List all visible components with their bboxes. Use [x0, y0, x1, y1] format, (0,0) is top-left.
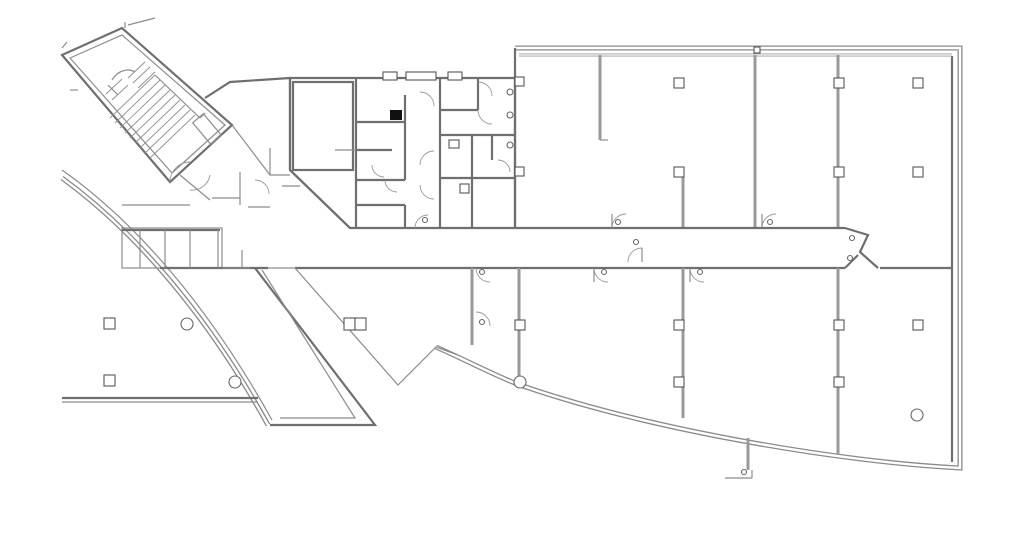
ceiling-fixtures	[103, 46, 924, 422]
stair-treads	[105, 61, 196, 159]
ceiling-light	[833, 166, 845, 178]
ceiling-light	[833, 77, 845, 89]
column-marker	[753, 46, 761, 54]
round-light	[910, 408, 924, 422]
ceiling-light	[673, 319, 685, 331]
ceiling-light	[103, 374, 116, 387]
column-round	[513, 375, 527, 389]
ceiling-light	[912, 77, 924, 89]
ceiling-light	[673, 166, 685, 178]
ceiling-light	[514, 319, 526, 331]
round-light	[228, 375, 242, 389]
lobby-area	[122, 76, 351, 229]
ceiling-light	[673, 77, 685, 89]
corridor-doors	[475, 213, 777, 327]
door-symbols	[421, 216, 856, 476]
ceiling-light	[103, 317, 116, 330]
core-rooms	[288, 71, 517, 230]
column-marker	[514, 166, 525, 177]
ceiling-light	[833, 319, 845, 331]
ceiling-light	[673, 376, 685, 388]
column-marker	[514, 76, 525, 87]
ceiling-light	[833, 376, 845, 388]
ceiling-light	[912, 319, 924, 331]
ceiling-light	[354, 317, 367, 331]
stair-tower	[60, 17, 234, 191]
equipment-block	[390, 110, 402, 120]
ceiling-light	[912, 166, 924, 178]
ceiling-light	[343, 317, 356, 331]
south-office-partitions	[470, 268, 840, 479]
round-light	[180, 317, 194, 331]
west-wing	[60, 169, 459, 427]
